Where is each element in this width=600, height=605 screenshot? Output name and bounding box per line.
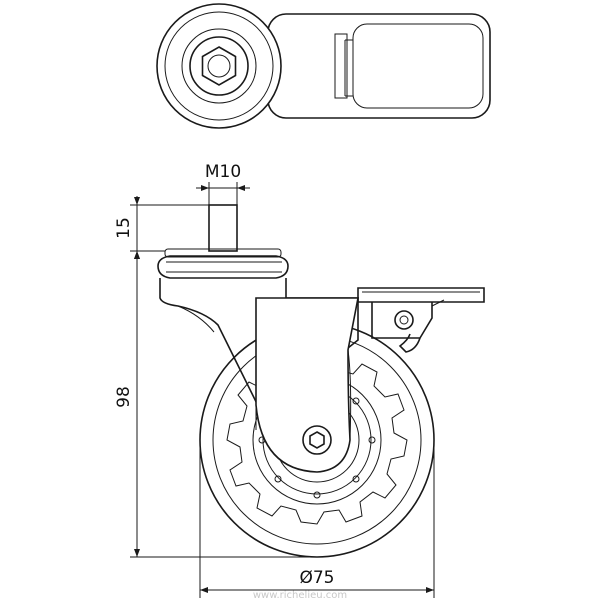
top-view-brake-hinge [344, 39, 353, 97]
fork-leg [255, 297, 359, 473]
top-view-plate-outer [156, 3, 282, 129]
wheel-rim-pattern [226, 355, 408, 525]
threaded-stem [208, 204, 238, 252]
dimension-labels: M10 15 98 Ø75 [114, 162, 335, 588]
fork-bend [177, 305, 215, 333]
wheel-diameter-label: Ø75 [299, 568, 334, 588]
swivel-plate-lines [166, 261, 282, 273]
side-view [157, 204, 485, 558]
top-view-brake-clip [334, 33, 348, 99]
top-view-bolt-hole [207, 54, 231, 78]
top-view-hex-nut-icon [201, 46, 237, 86]
top-view-plate-ring [164, 11, 274, 121]
overall-height-label: 98 [114, 386, 134, 408]
fork-leg-edge [347, 349, 352, 441]
top-view-brake-pedal [352, 23, 484, 109]
brake-tab [431, 299, 445, 307]
thread-label: M10 [205, 162, 241, 182]
top-view [156, 3, 491, 129]
top-view-stem-ring [189, 36, 249, 96]
stem-height-label: 15 [114, 217, 134, 239]
brake-pivot [394, 310, 414, 330]
axle-ring [302, 425, 332, 455]
top-view-brake-housing [267, 13, 491, 119]
brake-shoe [398, 333, 421, 353]
dimension-lines [130, 182, 435, 598]
brake-body [371, 302, 433, 339]
stem-washer [164, 248, 282, 258]
brake-pedal [357, 287, 485, 303]
axle-hex-icon [309, 431, 325, 449]
brake-lever [357, 287, 485, 353]
watermark: www.richelieu.com [253, 590, 347, 600]
brake-pivot-pin [399, 315, 409, 325]
swivel-plate [157, 255, 289, 279]
top-view-swivel-ring [181, 28, 257, 104]
